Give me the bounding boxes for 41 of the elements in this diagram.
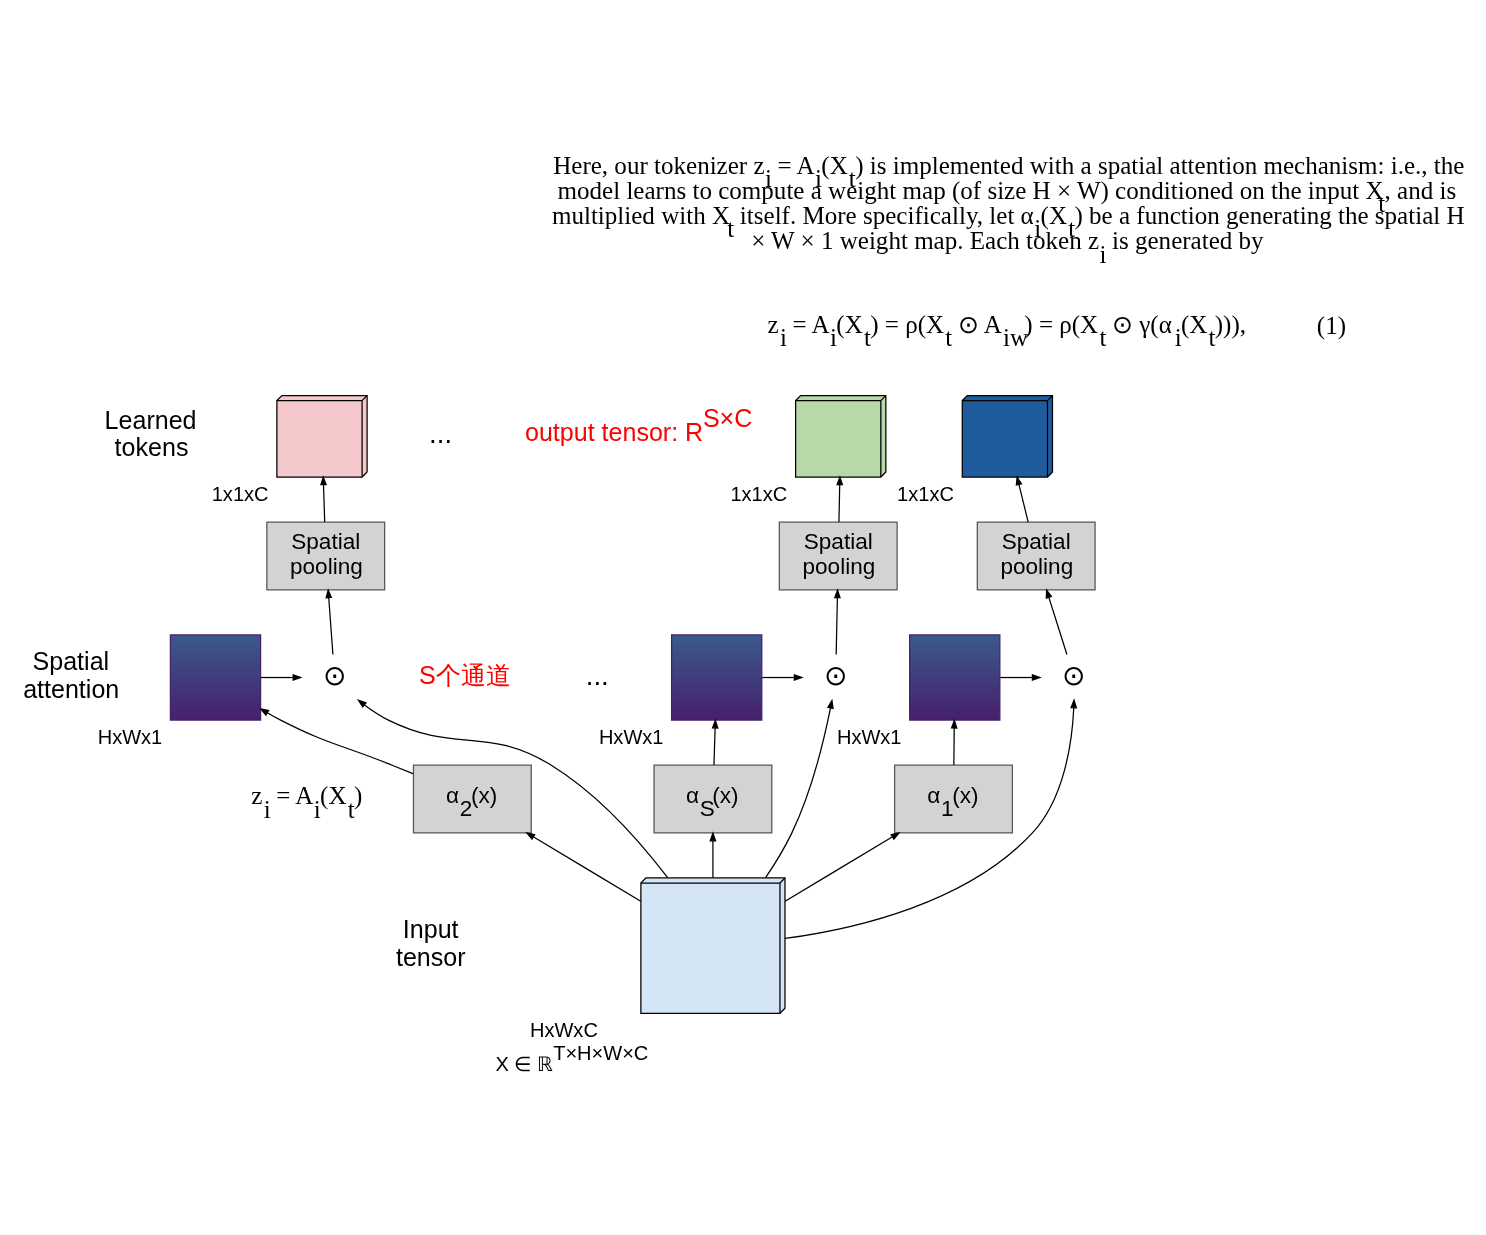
label: (1): [1316, 311, 1347, 339]
node-label: HxWx1: [97, 725, 163, 748]
arrow: [836, 474, 844, 523]
arrow: [525, 831, 642, 902]
arrow: [784, 697, 1078, 939]
node-box: Spatial pooling: [976, 521, 1096, 590]
arrow: [709, 830, 717, 878]
arrow: [999, 673, 1042, 681]
node-box: Spatial pooling: [778, 521, 898, 590]
node-label: HxWx1: [836, 725, 902, 748]
node-label: HxWx1: [598, 725, 664, 748]
arrow: [950, 718, 958, 766]
arrow: [259, 707, 414, 774]
node-label: 1x1xC: [730, 482, 788, 505]
arrow: [761, 673, 804, 681]
node-text: ⊙: [823, 659, 847, 691]
node-box: Spatial pooling: [266, 521, 386, 590]
arrow: [325, 587, 334, 655]
arrow: [833, 587, 841, 655]
arrow: [1045, 587, 1068, 655]
node-label: HxWxC: [529, 1018, 598, 1041]
arrow: [320, 474, 328, 523]
node-picture: [670, 633, 763, 721]
label: Input tensor: [395, 914, 466, 971]
label: ...: [429, 417, 453, 449]
label: Learned tokens: [104, 405, 197, 461]
arrow: [260, 673, 303, 681]
node-text: ⊙: [322, 659, 346, 691]
arrow: [711, 718, 719, 766]
label: S个通道: [419, 660, 511, 689]
node-text: ⊙: [1061, 659, 1085, 691]
arrow: [765, 698, 834, 878]
node-label: 1x1xC: [897, 482, 954, 505]
node-picture: [909, 633, 1001, 721]
arrow: [784, 831, 901, 902]
label: Spatial attention: [23, 646, 120, 703]
node-label: 1x1xC: [211, 482, 269, 505]
label: ...: [585, 659, 609, 691]
arrow: [1015, 474, 1029, 523]
node-picture: [169, 633, 262, 721]
arrow: [356, 698, 669, 878]
